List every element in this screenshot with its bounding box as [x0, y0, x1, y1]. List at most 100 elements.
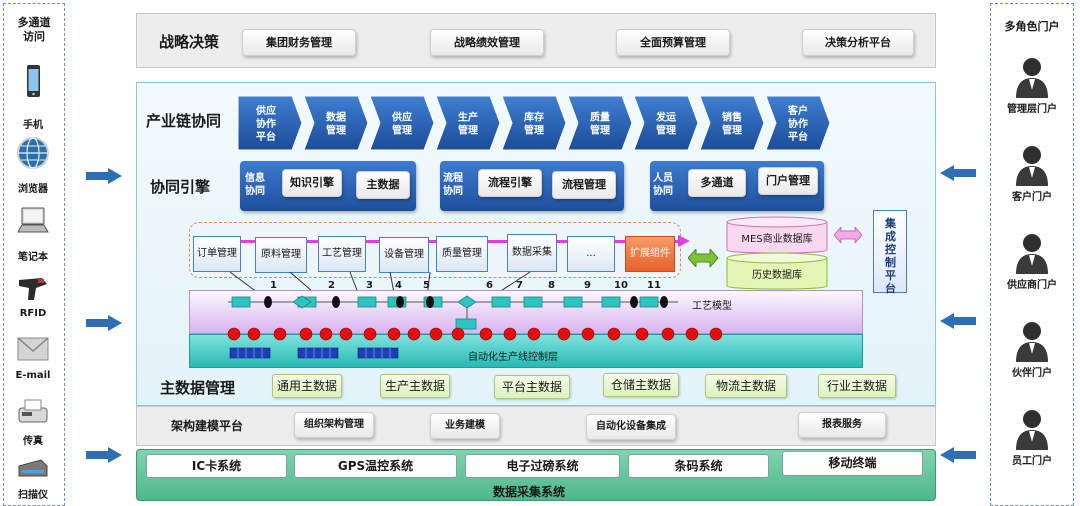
role-item-management[interactable]: 管理层门户: [992, 54, 1072, 118]
data-collection-title: 数据采集系统: [493, 485, 566, 499]
device-item-fax[interactable]: 传真: [3, 394, 65, 450]
strategy-item-decision-platform[interactable]: 决策分析平台: [802, 29, 914, 56]
step-number: 7: [516, 280, 523, 291]
chain-item-label: 销售: [722, 111, 742, 124]
chain-title: 产业链协同: [146, 112, 222, 130]
step-number: 10: [614, 280, 628, 291]
fax-machine-icon: [18, 399, 48, 423]
chain-item-label: 管理: [326, 124, 346, 137]
group-label: 人员 协同: [653, 173, 673, 197]
step-number: 3: [366, 280, 373, 291]
process-step-extension[interactable]: 扩展组件: [625, 236, 675, 272]
chain-item-label: 管理: [656, 124, 676, 137]
chain-item-label: 数据: [326, 111, 346, 124]
master-data-item-platform[interactable]: 平台主数据: [494, 375, 570, 399]
strategy-title: 战略决策: [159, 33, 220, 51]
engine-item-master-data[interactable]: 主数据: [356, 171, 410, 199]
device-item-browser[interactable]: 浏览器: [3, 136, 65, 196]
architecture-item-device-integration[interactable]: 自动化设备集成: [586, 414, 676, 440]
chain-item-label: 平台: [256, 130, 276, 143]
device-item-phone[interactable]: 手机: [3, 64, 65, 131]
sensor-dot: [607, 327, 621, 341]
strategy-item-budget[interactable]: 全面预算管理: [616, 29, 730, 56]
chain-item-5[interactable]: 质量管理: [567, 95, 633, 151]
device-item-scanner[interactable]: 扫描仪: [3, 452, 65, 504]
database-icon: [726, 216, 828, 254]
arrow-right-icon: [86, 447, 122, 463]
engine-item-knowledge[interactable]: 知识引擎: [282, 169, 342, 197]
process-step-quality[interactable]: 质量管理: [436, 236, 488, 272]
collection-item-ic-card[interactable]: IC卡系统: [146, 454, 287, 478]
engine-item-process-engine[interactable]: 流程引擎: [478, 169, 542, 197]
master-data-item-industry[interactable]: 行业主数据: [818, 374, 896, 398]
role-item-partner[interactable]: 伙伴门户: [992, 318, 1072, 382]
role-item-customer[interactable]: 客户门户: [992, 142, 1072, 206]
db-mes-label: MES商业数据库: [741, 234, 813, 245]
process-step-material[interactable]: 原料管理: [255, 237, 307, 273]
process-step-equipment[interactable]: 设备管理: [379, 237, 429, 273]
step-number: 5: [423, 280, 430, 291]
strategy-item-performance[interactable]: 战略绩效管理: [430, 29, 544, 56]
architecture-title: 架构建模平台: [171, 419, 244, 433]
sensor-dot: [363, 327, 377, 341]
role-label: 员工门户: [1012, 456, 1052, 467]
integrated-control-platform[interactable]: 集成控制平台: [873, 210, 907, 295]
sensor-dot: [407, 327, 421, 341]
role-label: 管理层门户: [1007, 104, 1057, 115]
collection-item-barcode[interactable]: 条码系统: [628, 454, 769, 478]
device-item-laptop[interactable]: 笔记本: [3, 202, 65, 263]
chain-item-label: 供应: [391, 111, 412, 124]
architecture-item-business-modeling[interactable]: 业务建模: [430, 413, 500, 439]
master-data-item-general[interactable]: 通用主数据: [272, 374, 342, 398]
process-step-order[interactable]: 订单管理: [193, 236, 241, 272]
engine-item-multichannel[interactable]: 多通道: [688, 169, 746, 197]
person-icon: [1016, 322, 1048, 362]
collection-item-gps[interactable]: GPS温控系统: [294, 454, 457, 478]
engine-item-process-mgmt[interactable]: 流程管理: [552, 171, 616, 199]
collection-item-mobile[interactable]: 移动终端: [782, 451, 923, 476]
sensor-dot: [685, 327, 699, 341]
sensor-dot: [709, 327, 722, 341]
sensor-dot: [635, 327, 649, 341]
sensor-dot: [299, 327, 313, 341]
mobile-phone-icon: [27, 65, 40, 97]
architecture-item-report[interactable]: 报表服务: [798, 412, 886, 438]
role-item-supplier[interactable]: 供应商门户: [992, 230, 1072, 294]
device-item-email[interactable]: E-mail: [3, 332, 65, 388]
process-step-more[interactable]: ...: [567, 236, 615, 272]
process-step-data-collection[interactable]: 数据采集: [507, 234, 557, 272]
device-label: 手机: [23, 120, 43, 131]
arrow-right-icon: [86, 315, 122, 331]
arrow-left-icon: [940, 165, 976, 181]
collection-item-weighing[interactable]: 电子过磅系统: [465, 454, 620, 478]
chain-item-label: 生产: [458, 111, 478, 124]
chain-item-label: 供应: [255, 104, 276, 117]
sensor-dot: [479, 327, 493, 341]
sensor-dot: [339, 327, 353, 341]
role-item-employee[interactable]: 员工门户: [992, 406, 1072, 470]
master-data-item-production[interactable]: 生产主数据: [380, 374, 450, 398]
master-data-item-warehouse[interactable]: 仓储主数据: [603, 373, 679, 397]
architecture-item-org[interactable]: 组织架构管理: [294, 412, 374, 438]
group-label: 流程 协同: [443, 173, 463, 197]
master-data-item-logistics[interactable]: 物流主数据: [705, 374, 787, 398]
chain-item-1[interactable]: 数据管理: [303, 95, 369, 151]
strategy-item-group-finance[interactable]: 集团财务管理: [242, 29, 356, 56]
database-icon: [726, 252, 828, 290]
device-item-rfid[interactable]: RFID: [3, 270, 65, 326]
arrow-right-icon: [86, 168, 122, 184]
engine-item-portal-mgmt[interactable]: 门户管理: [758, 167, 818, 195]
sensor-dot: [247, 327, 261, 341]
step-number: 2: [328, 280, 335, 291]
process-model-label: 工艺模型: [692, 301, 732, 312]
process-step-craft[interactable]: 工艺管理: [318, 236, 366, 272]
device-label: 扫描仪: [18, 490, 48, 501]
step-number: 4: [395, 280, 402, 291]
